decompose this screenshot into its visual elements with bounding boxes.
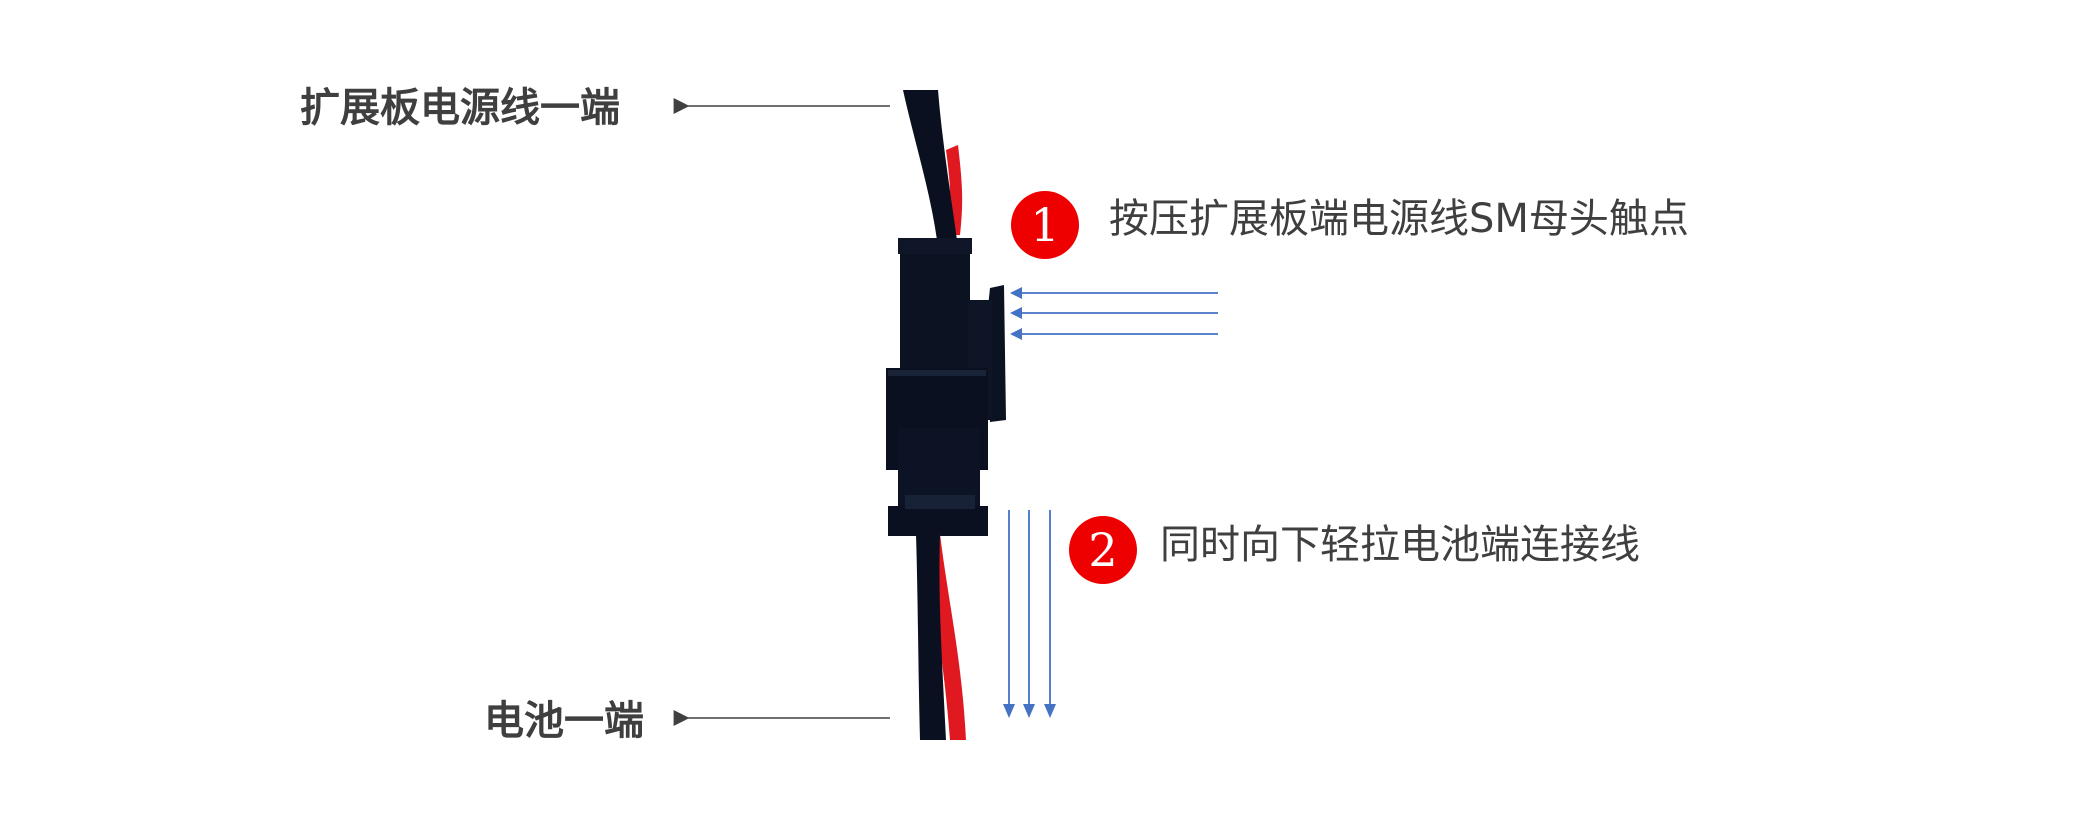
male-connector-lower (898, 428, 980, 508)
battery-end-label: 电池一端 (484, 698, 644, 744)
press-arrows (1010, 287, 1218, 340)
female-connector-upper (900, 238, 970, 373)
step-1-text: 按压扩展板端电源线SM母头触点 (1109, 196, 1689, 242)
top-black-wire (903, 90, 957, 240)
bottom-wires (916, 534, 966, 740)
top-wires (903, 90, 963, 240)
sm-connector (886, 238, 1006, 536)
step-1-badge: 1 (1011, 191, 1079, 259)
step-2-text: 同时向下轻拉电池端连接线 (1160, 522, 1640, 568)
pull-arrows (1003, 510, 1056, 718)
step-2-badge: 2 (1069, 516, 1137, 584)
bottom-black-wire (916, 534, 946, 740)
expansion-board-end-label: 扩展板电源线一端 (300, 85, 620, 131)
